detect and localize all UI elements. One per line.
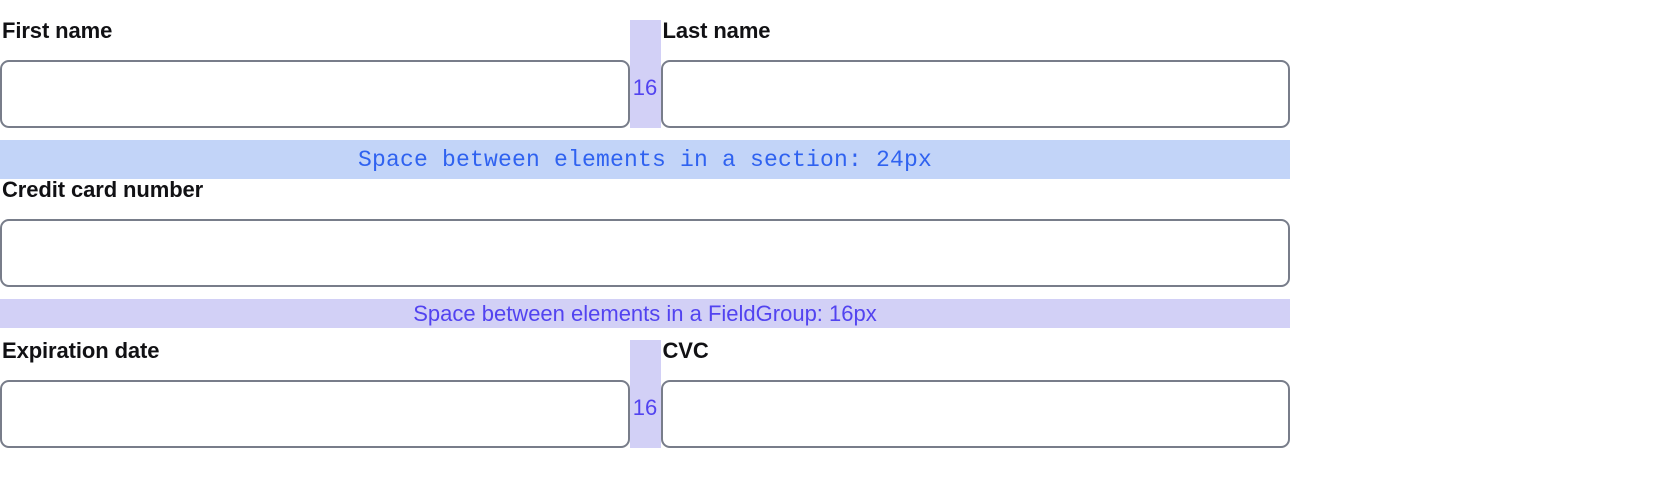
field-row-expiry-cvc: Expiration date 16 CVC bbox=[0, 340, 1290, 448]
label-expiration-date: Expiration date bbox=[2, 338, 160, 363]
input-cvc[interactable] bbox=[660, 380, 1290, 448]
field-row-name: First name 16 Last name bbox=[0, 20, 1290, 128]
annotation-bar-fieldgroup-spacing: Space between elements in a FieldGroup: … bbox=[0, 299, 1290, 328]
field-expiration-date: Expiration date bbox=[0, 340, 630, 448]
column-gap-band-name-row: 16 bbox=[629, 20, 661, 128]
column-gap-value: 16 bbox=[632, 75, 658, 100]
column-gap-value: 16 bbox=[632, 395, 658, 420]
annotation-text-fieldgroup-spacing: Space between elements in a FieldGroup: … bbox=[413, 300, 877, 326]
input-credit-card-number[interactable] bbox=[0, 219, 1290, 287]
form-area: First name 16 Last name Space between el… bbox=[0, 20, 1290, 448]
label-last-name: Last name bbox=[662, 18, 771, 43]
annotation-bar-section-spacing: Space between elements in a section: 24p… bbox=[0, 140, 1290, 179]
input-first-name[interactable] bbox=[0, 60, 630, 128]
label-cvc: CVC bbox=[662, 338, 709, 363]
label-credit-card-number: Credit card number bbox=[2, 177, 204, 202]
annotation-text-section-spacing: Space between elements in a section: 24p… bbox=[357, 146, 933, 173]
label-first-name: First name bbox=[2, 18, 113, 43]
field-cvc: CVC bbox=[660, 338, 1290, 448]
input-expiration-date[interactable] bbox=[0, 380, 630, 448]
field-last-name: Last name bbox=[660, 18, 1290, 128]
input-last-name[interactable] bbox=[660, 60, 1290, 128]
column-gap-band-expiry-row: 16 bbox=[629, 340, 661, 448]
field-credit-card-number: Credit card number bbox=[0, 179, 1290, 287]
field-row-credit-card: Credit card number bbox=[0, 179, 1290, 287]
field-first-name: First name bbox=[0, 20, 630, 128]
